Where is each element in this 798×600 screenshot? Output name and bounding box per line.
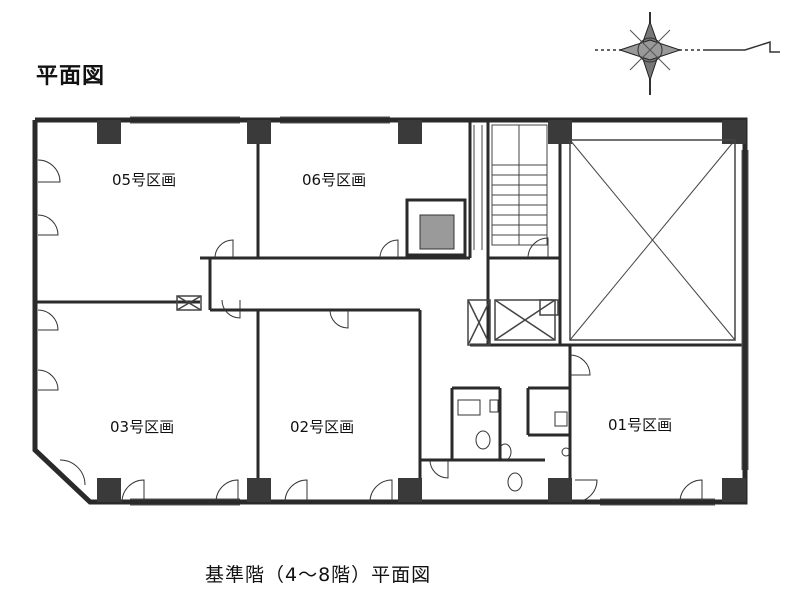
- door-swings: [37, 159, 703, 503]
- interior-walls: [35, 120, 745, 502]
- page-title: 平面図: [36, 64, 106, 89]
- unit-06-label: 06号区画: [302, 171, 366, 189]
- unit-05-label: 05号区画: [112, 171, 176, 189]
- windows: [130, 116, 749, 506]
- structural-columns: [97, 120, 746, 502]
- north-arrow-compass-icon: [595, 12, 780, 95]
- toilet-fixtures: [457, 399, 571, 492]
- void-shaft: [569, 139, 736, 341]
- utility-boxes: [176, 295, 559, 346]
- unit-01-label: 01号区画: [608, 416, 672, 434]
- plan-caption: 基準階（4〜8階）平面図: [205, 564, 432, 586]
- unit-02-label: 02号区画: [290, 418, 354, 436]
- unit-03-label: 03号区画: [110, 418, 174, 436]
- staircase: [473, 124, 548, 250]
- elevator: [405, 198, 467, 257]
